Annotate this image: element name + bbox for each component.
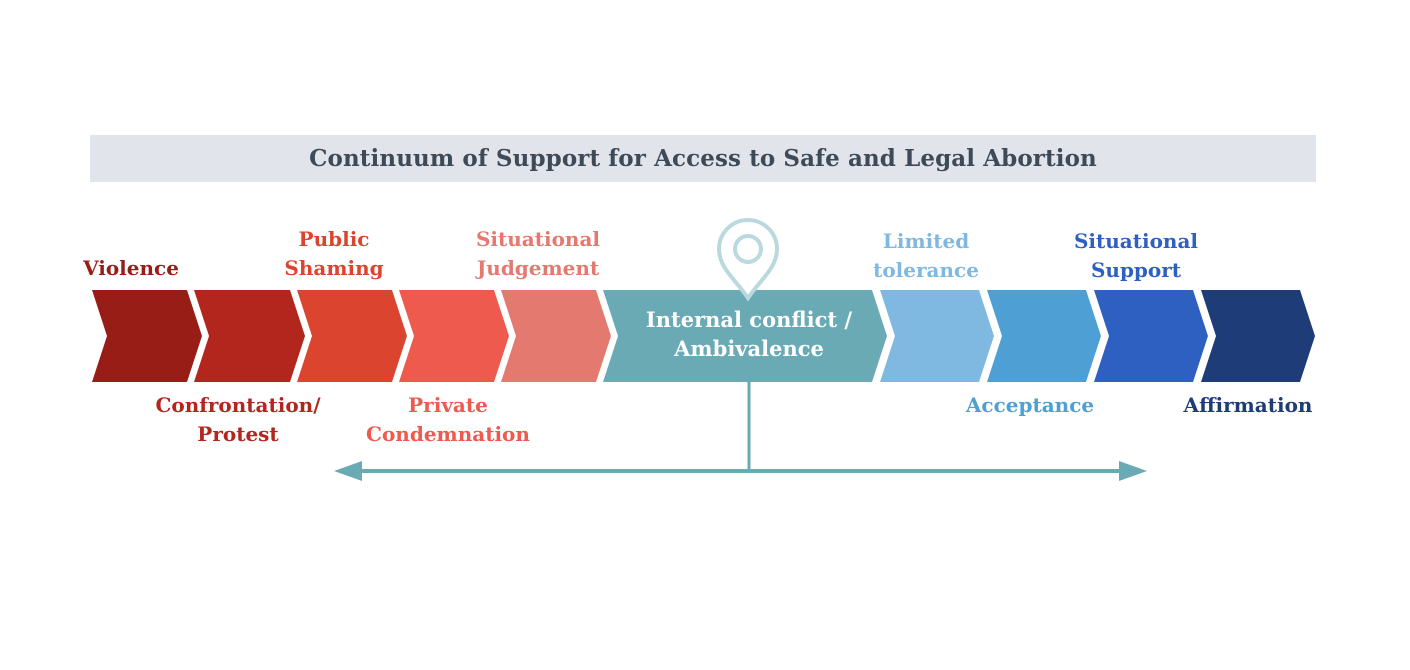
- title-banner: Continuum of Support for Access to Safe …: [90, 135, 1316, 182]
- label-confrontation-line-2: Protest: [197, 422, 279, 446]
- label-limited-tolerance: Limited tolerance: [866, 227, 986, 285]
- label-limited-tolerance-line-2: tolerance: [873, 258, 979, 282]
- label-internal-conflict-line-1: Internal conflict /: [645, 307, 853, 332]
- label-situational-judgement-line-2: Judgement: [476, 256, 600, 280]
- stage-acceptance-chevron: [987, 290, 1101, 382]
- label-public-shaming-line-1: Public: [298, 227, 370, 251]
- stage-situational-support-chevron: [1094, 290, 1208, 382]
- label-limited-tolerance-line-1: Limited: [882, 229, 970, 253]
- label-private-condemnation-line-2: Condemnation: [366, 422, 530, 446]
- label-public-shaming-line-2: Shaming: [284, 256, 384, 280]
- label-situational-judgement: Situational Judgement: [466, 225, 610, 283]
- label-situational-support-line-2: Support: [1090, 258, 1182, 282]
- label-confrontation-protest: Confrontation/ Protest: [148, 391, 328, 449]
- label-internal-conflict-line-2: Ambivalence: [674, 336, 824, 361]
- label-affirmation: Affirmation: [1176, 391, 1320, 420]
- label-affirmation-line-1: Affirmation: [1183, 393, 1313, 417]
- stage-private-condemnation-chevron: [399, 290, 509, 382]
- stage-violence-chevron: [92, 290, 202, 382]
- stage-affirmation-chevron: [1201, 290, 1315, 382]
- location-pin-icon: [716, 218, 780, 302]
- stage-situational-judgement-chevron: [501, 290, 611, 382]
- label-situational-support-line-1: Situational: [1073, 229, 1199, 253]
- label-acceptance-line-1: Acceptance: [965, 393, 1095, 417]
- stage-public-shaming-chevron: [297, 290, 407, 382]
- chevron-row: [92, 290, 1315, 382]
- stage-internal-conflict-chevron: [603, 290, 887, 382]
- label-violence: Violence: [80, 254, 182, 283]
- stage-confrontation-chevron: [194, 290, 305, 382]
- double-headed-arrow-icon: [334, 382, 1147, 481]
- label-internal-conflict: Internal conflict / Ambivalence: [606, 305, 892, 363]
- label-violence-line-1: Violence: [83, 256, 179, 280]
- label-acceptance: Acceptance: [958, 391, 1102, 420]
- label-private-condemnation-line-1: Private: [408, 393, 488, 417]
- label-confrontation-line-1: Confrontation/: [155, 393, 321, 417]
- label-private-condemnation: Private Condemnation: [360, 391, 536, 449]
- label-situational-support: Situational Support: [1063, 227, 1209, 285]
- stage-limited-tolerance-chevron: [880, 290, 994, 382]
- label-public-shaming: Public Shaming: [277, 225, 391, 283]
- diagram-title: Continuum of Support for Access to Safe …: [309, 145, 1097, 172]
- label-situational-judgement-line-1: Situational: [475, 227, 601, 251]
